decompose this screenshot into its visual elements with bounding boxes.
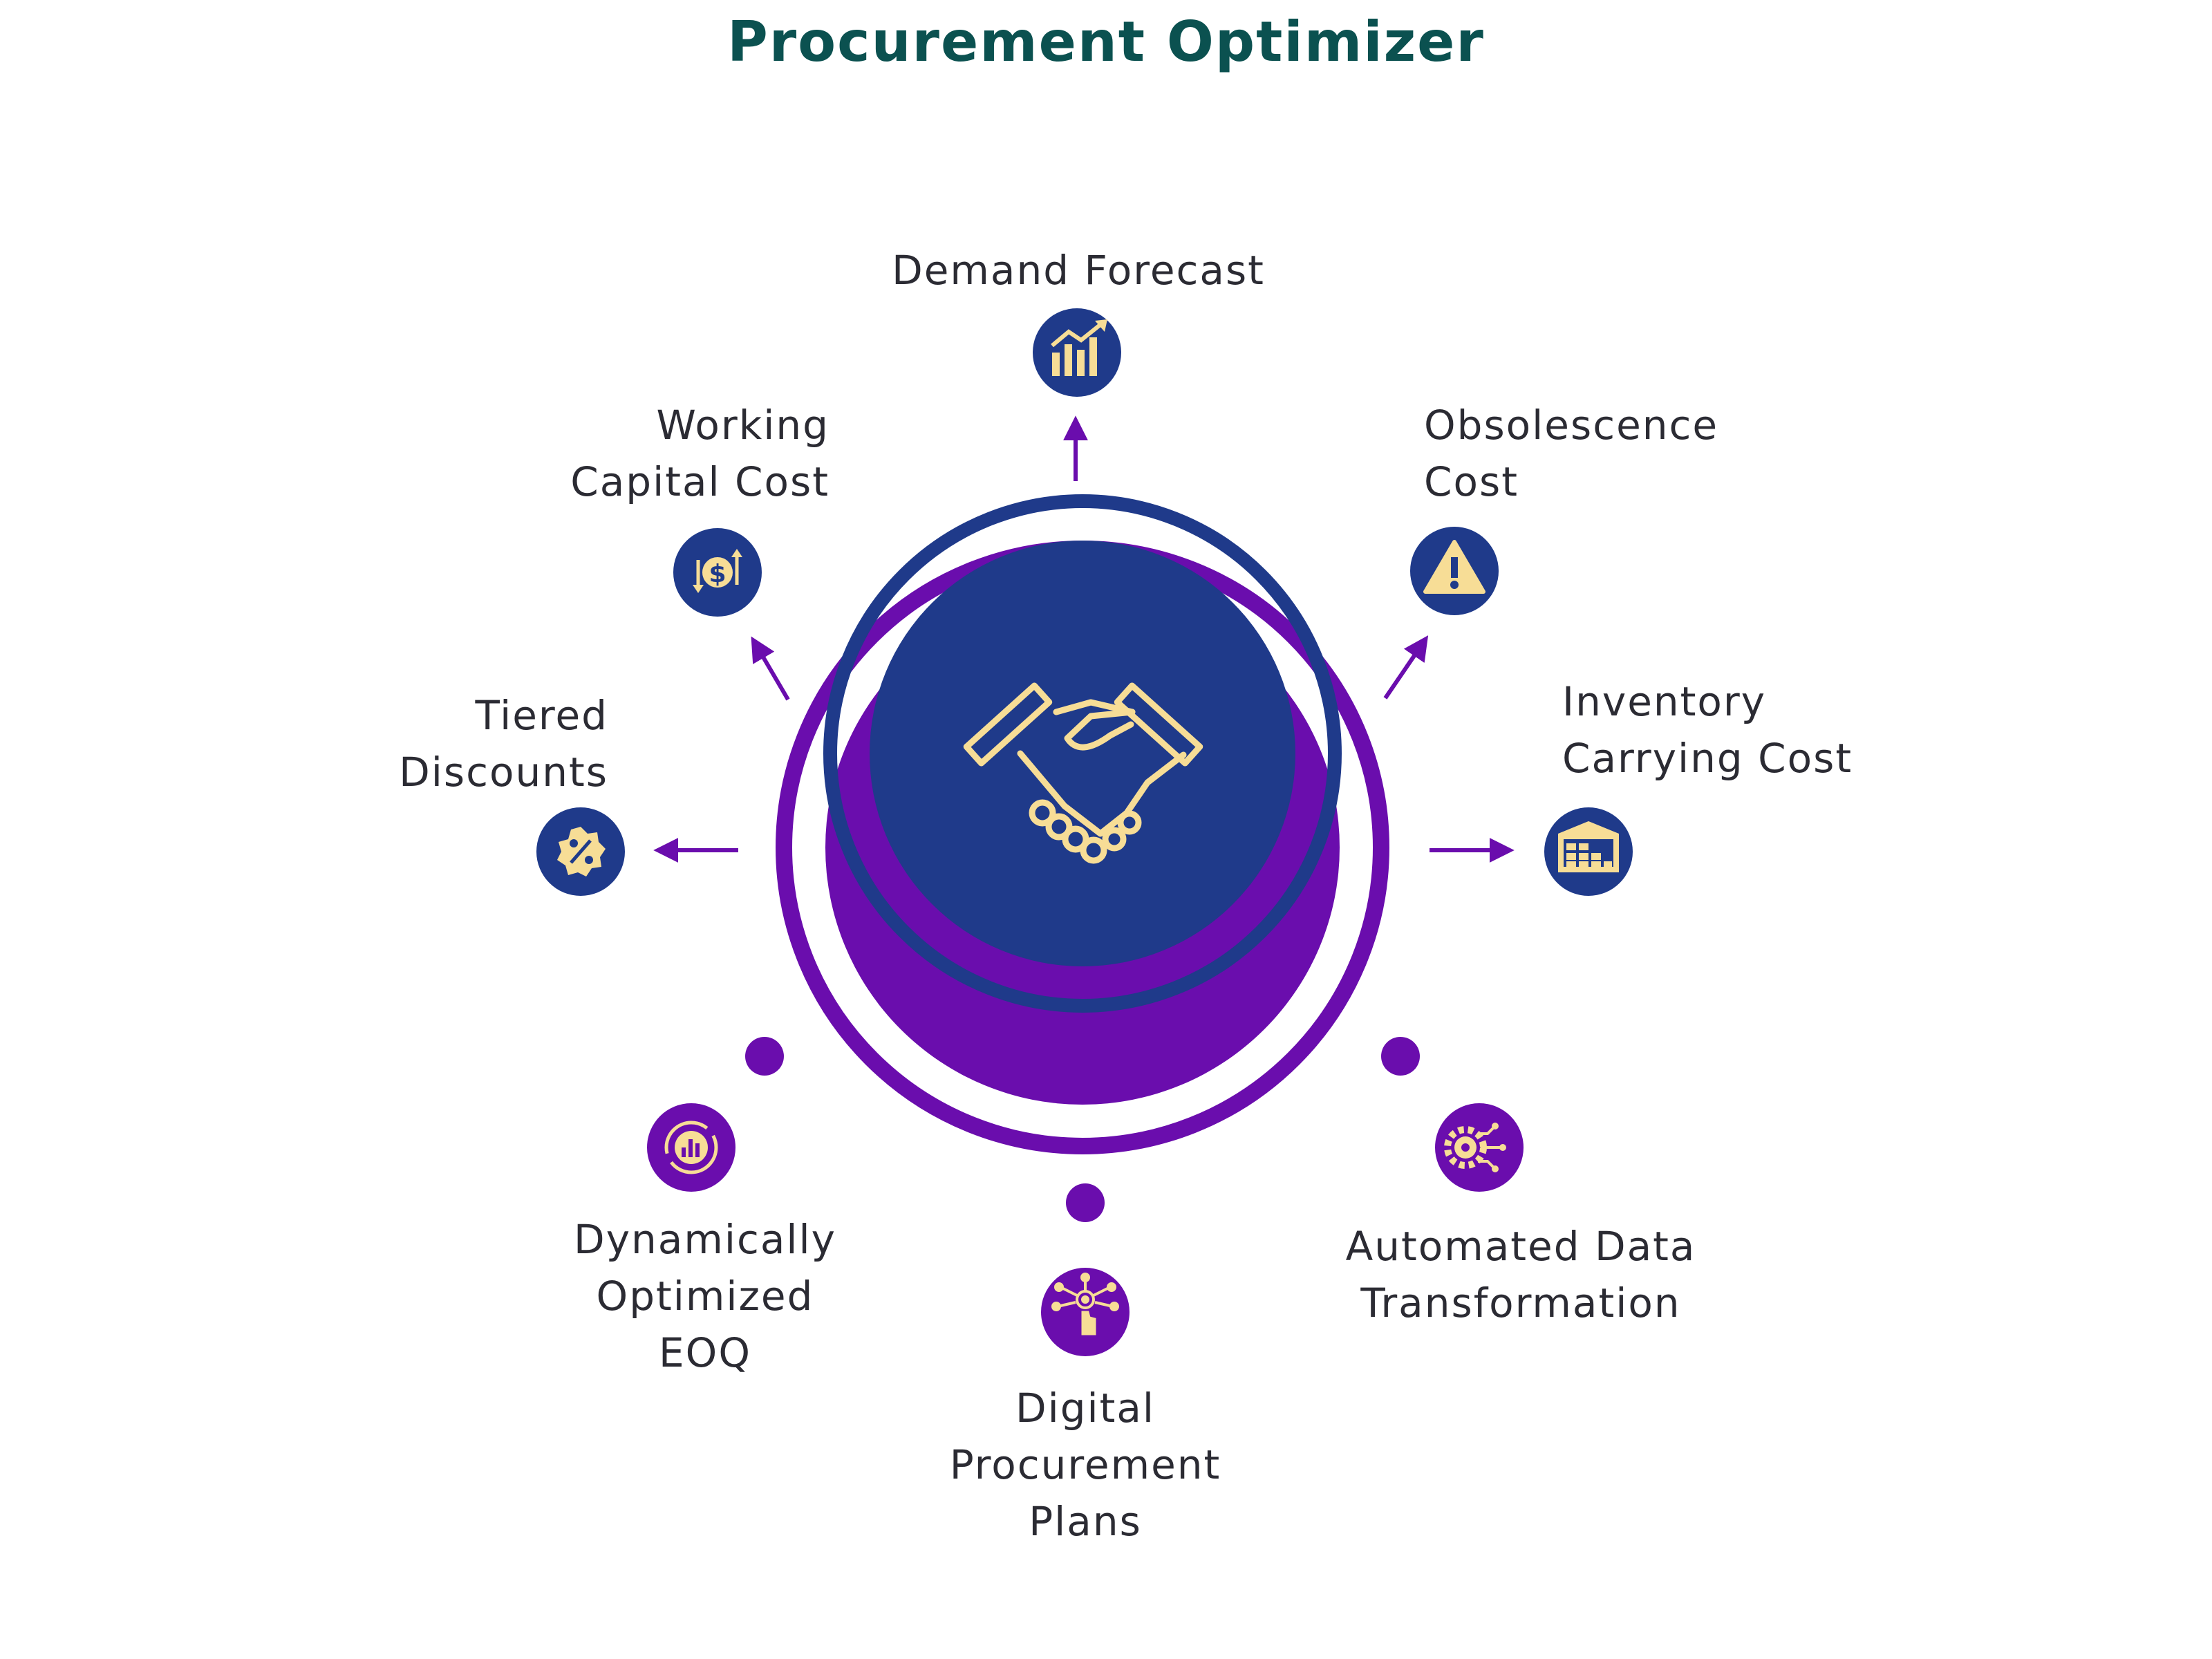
label-automated-data-transformation: Automated Data Transformation	[1279, 1218, 1763, 1331]
label-line: Plans	[1029, 1498, 1142, 1545]
label-line: Working	[656, 402, 830, 449]
label-demand-forecast: Demand Forecast	[830, 242, 1327, 299]
percent-badge-icon	[557, 827, 606, 877]
label-dynamically-optimized-eoq: Dynamically Optimized EOQ	[498, 1211, 912, 1381]
touch-network-icon	[1051, 1273, 1119, 1335]
label-digital-procurement-plans: Digital Procurement Plans	[878, 1380, 1293, 1550]
dot-eoq	[745, 1037, 784, 1076]
label-tiered-discounts: Tiered Discounts	[304, 687, 608, 800]
inventory-carrying-cost-node	[1544, 807, 1633, 896]
hub-navy-ring	[823, 494, 1342, 1013]
page-title: Procurement Optimizer	[727, 10, 1485, 74]
bar-chart-growth-icon	[1051, 319, 1107, 376]
handshake-icon	[963, 682, 1203, 864]
arrow-obsolescence-cost	[1383, 635, 1429, 700]
label-line: Procurement	[949, 1441, 1221, 1488]
label-line: Carrying Cost	[1562, 735, 1853, 782]
obsolescence-cost-node	[1410, 527, 1499, 615]
label-line: Digital	[1015, 1385, 1156, 1432]
dot-data-transformation	[1381, 1037, 1420, 1076]
working-capital-cost-node: $	[673, 528, 762, 617]
label-line: Demand Forecast	[892, 247, 1265, 294]
label-line: Tiered	[475, 692, 608, 739]
label-line: Obsolescence	[1424, 402, 1719, 449]
warehouse-icon	[1558, 821, 1619, 872]
label-line: Inventory	[1562, 678, 1767, 725]
label-line: Discounts	[399, 749, 608, 796]
dollar-exchange-icon: $	[693, 549, 742, 593]
svg-text:$: $	[709, 560, 726, 588]
chart-cycle-icon	[664, 1121, 718, 1174]
label-line: Automated Data	[1345, 1223, 1696, 1270]
central-hub	[776, 494, 1389, 1154]
label-line: Transformation	[1360, 1280, 1681, 1327]
automated-data-transformation-node	[1435, 1103, 1524, 1192]
label-inventory-carrying-cost: Inventory Carrying Cost	[1562, 673, 2018, 787]
connector-arrows	[653, 415, 1515, 863]
label-line: EOQ	[659, 1329, 751, 1376]
hub-navy-disc	[870, 541, 1295, 966]
label-line: Capital Cost	[570, 458, 830, 505]
label-line: Dynamically	[574, 1216, 836, 1263]
arrow-working-capital-cost	[751, 636, 790, 701]
eoq-node	[647, 1103, 735, 1192]
digital-procurement-plans-node	[1041, 1268, 1130, 1356]
label-working-capital-cost: Working Capital Cost	[415, 397, 830, 510]
demand-forecast-node	[1033, 308, 1121, 397]
warning-icon	[1423, 540, 1485, 594]
label-line: Cost	[1424, 458, 1519, 505]
label-obsolescence-cost: Obsolescence Cost	[1424, 397, 1866, 510]
connector-dots	[745, 1037, 1420, 1222]
tiered-discounts-node	[536, 807, 625, 896]
dot-digital-plans	[1066, 1183, 1105, 1222]
label-line: Optimized	[596, 1273, 814, 1320]
gear-circuit-icon	[1444, 1123, 1506, 1172]
